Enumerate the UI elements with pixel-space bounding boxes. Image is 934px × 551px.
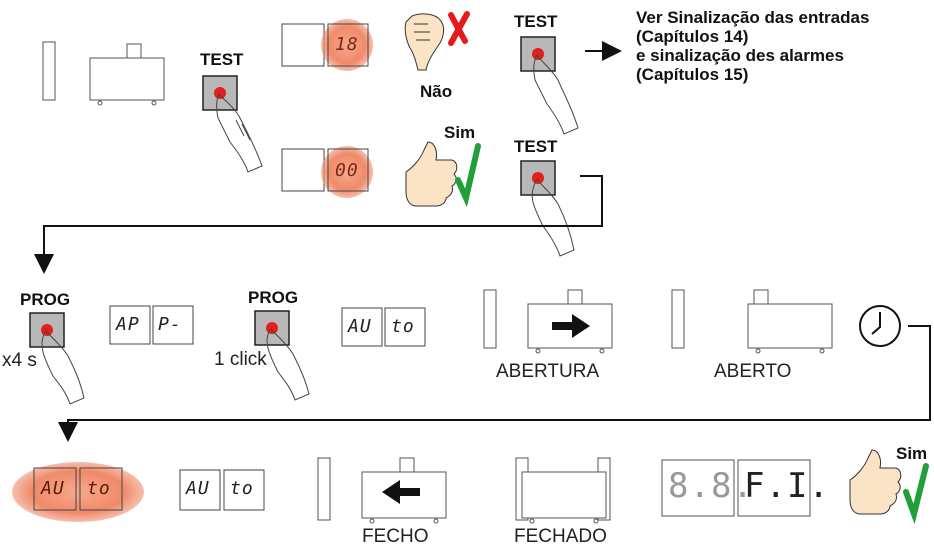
prog-button-icon[interactable]: [254, 310, 290, 346]
display-blank-2: F.I.: [744, 466, 830, 506]
abertura-label: ABERTURA: [496, 361, 600, 382]
prog-button-icon[interactable]: [29, 312, 65, 348]
display-au-text-1: AU: [348, 316, 372, 337]
gate-closed-top: [42, 41, 165, 106]
thumbs-up-icon: [849, 449, 902, 515]
thumbs-down-icon: [404, 13, 445, 71]
hand-pointer-icon: [266, 328, 310, 401]
glow-auto: [12, 462, 144, 522]
test-button-icon[interactable]: [520, 160, 556, 196]
x4s-label: x4 s: [2, 350, 37, 371]
flow-line-2: [58, 325, 931, 442]
gate-opening: [483, 289, 613, 354]
display-to-text-glow: to: [87, 478, 111, 499]
display-auto-glow: [33, 467, 123, 511]
nao-label: Não: [420, 82, 453, 101]
test-label-2: TEST: [514, 12, 558, 31]
thumbs-up-icon: [405, 141, 458, 207]
display-blank-1: 8.8.: [668, 466, 754, 506]
hand-pointer-icon: [533, 54, 579, 135]
display-code-00: 00: [335, 160, 359, 181]
cross-icon: [448, 11, 470, 46]
hand-pointer-icon: [41, 330, 85, 405]
display-au-text-2: AU: [186, 478, 210, 499]
note-line-4: (Capítulos 15): [636, 65, 749, 84]
sim-label-2: Sim: [896, 444, 928, 463]
fecho-label: FECHO: [362, 526, 429, 547]
display-auto-1: [341, 307, 426, 347]
display-to-text-2: to: [230, 478, 254, 499]
hand-pointer-icon: [531, 178, 575, 257]
display-auto-2: [179, 469, 265, 511]
test-button-icon[interactable]: [520, 36, 556, 72]
display-ap: [109, 305, 194, 345]
check-icon: [903, 463, 929, 525]
display-00: [281, 146, 373, 198]
clock-icon: [859, 305, 901, 347]
prog-label-2: PROG: [248, 288, 299, 307]
one-click-label: 1 click: [214, 349, 267, 370]
note-line-1: Ver Sinalização das entradas: [636, 8, 870, 27]
test-button-icon[interactable]: [202, 75, 238, 111]
display-to-text-1: to: [391, 316, 415, 337]
display-18: [281, 19, 373, 71]
gate-open: [671, 289, 833, 354]
display-code-18: 18: [335, 34, 359, 55]
arrow-left-icon: [382, 480, 420, 504]
note-text: Ver Sinalização das entradas (Capítulos …: [636, 8, 930, 84]
display-blank: [661, 459, 811, 517]
hand-pointer-icon: [216, 93, 263, 173]
gate-closed: [515, 457, 611, 524]
prog-label-1: PROG: [20, 290, 71, 309]
arrow-right-icon: [552, 314, 590, 338]
test-label-1: TEST: [200, 50, 244, 69]
flow-line-1: [34, 175, 603, 274]
sim-label-1: Sim: [444, 123, 476, 142]
gate-closing: [317, 457, 447, 524]
aberto-label: ABERTO: [714, 361, 792, 382]
note-line-2: (Capítulos 14): [636, 27, 749, 46]
display-ap-text: AP: [116, 314, 140, 335]
check-icon: [455, 143, 481, 208]
note-line-3: e sinalização des alarmes: [636, 46, 844, 65]
display-p-text: P-: [158, 314, 182, 335]
fechado-label: FECHADO: [514, 526, 607, 547]
test-label-3: TEST: [514, 137, 558, 156]
display-au-text-glow: AU: [41, 478, 65, 499]
